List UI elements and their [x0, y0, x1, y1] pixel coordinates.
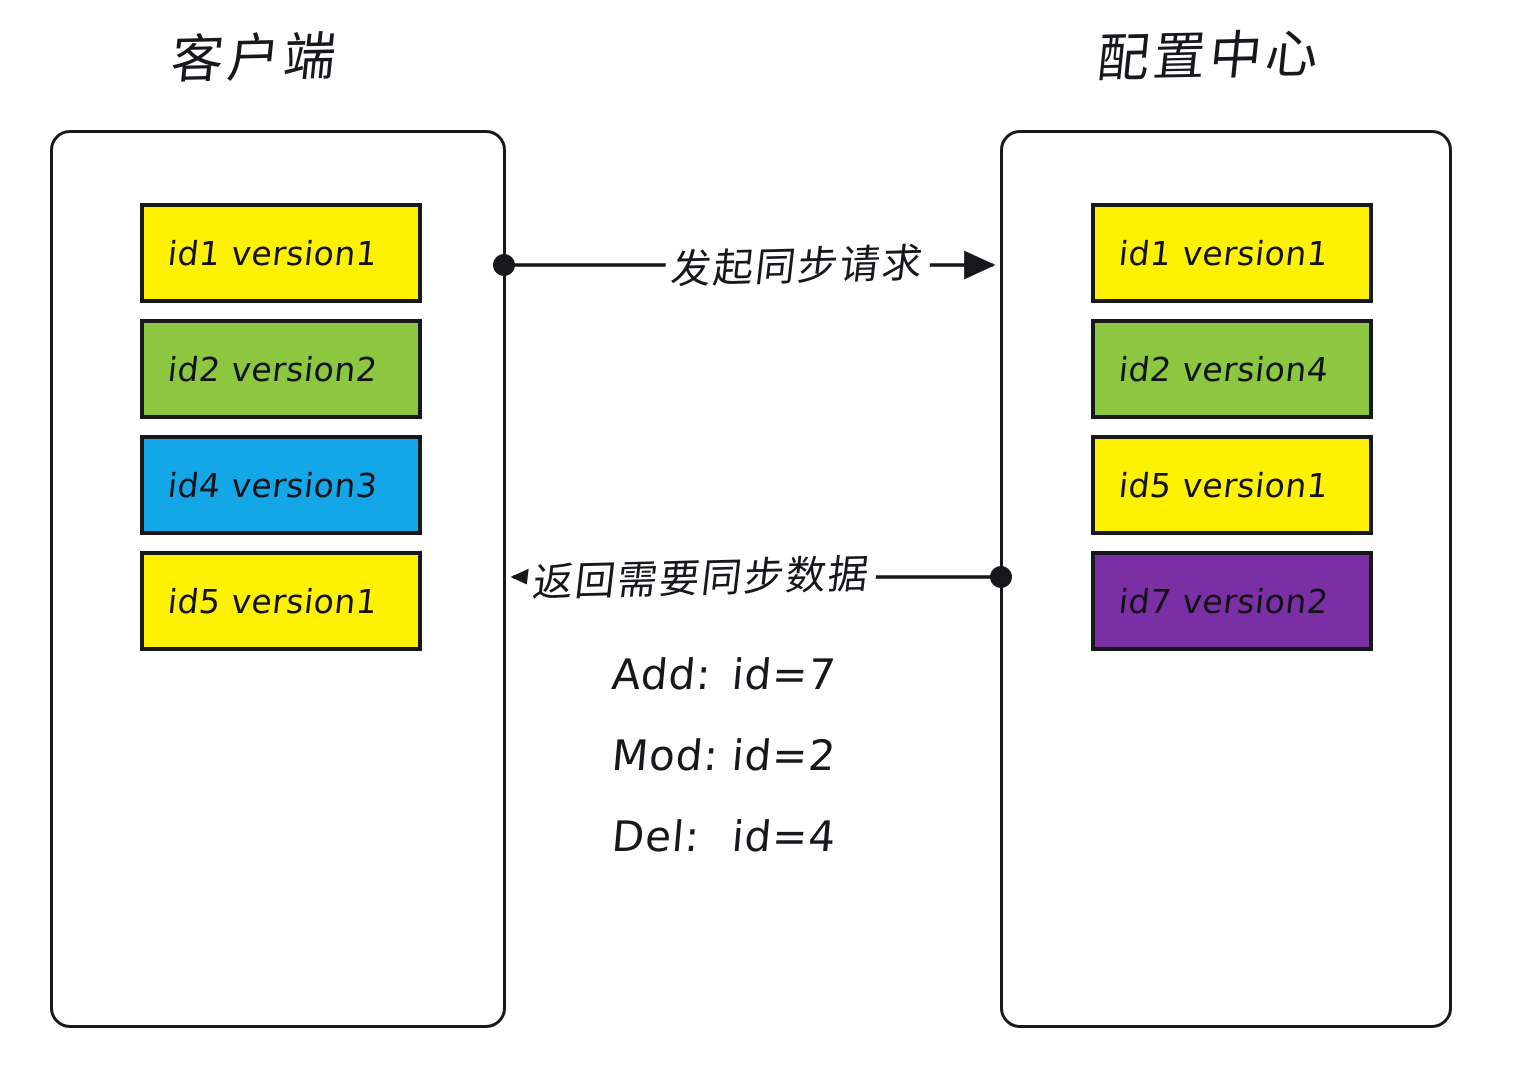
config-item-id2-label: id2 version4: [1116, 349, 1331, 389]
client-panel: id1 version1 id2 version2 id4 version3 id5 …: [50, 130, 506, 1028]
operation-value: id=7: [729, 650, 839, 699]
config-item-id7: id7 version2: [1091, 551, 1373, 651]
client-item-id5-label: id5 version1: [165, 581, 380, 621]
operation-value: id=4: [729, 812, 839, 861]
client-item-id2-label: id2 version2: [165, 349, 380, 389]
operation-name: Add:: [609, 650, 714, 699]
config-item-id7-label: id7 version2: [1116, 581, 1331, 621]
client-item-id4-label: id4 version3: [165, 465, 380, 505]
client-item-list: id1 version1 id2 version2 id4 version3 id5 …: [140, 203, 422, 667]
config-panel-title: 配置中心: [1094, 24, 1325, 90]
operation-name: Mod:: [609, 731, 721, 780]
config-item-id5: id5 version1: [1091, 435, 1373, 535]
operation-name: Del:: [609, 812, 703, 861]
client-item-id1-label: id1 version1: [165, 233, 380, 273]
client-item-id1: id1 version1: [140, 203, 422, 303]
config-item-id1: id1 version1: [1091, 203, 1373, 303]
client-item-id5: id5 version1: [140, 551, 422, 651]
request-label: 发起同步请求: [662, 230, 934, 296]
config-item-id5-label: id5 version1: [1116, 465, 1331, 505]
response-label: 返回需要同步数据: [524, 541, 880, 609]
client-panel-title: 客户端: [168, 27, 343, 91]
operation-row: Add: id=7: [610, 650, 944, 699]
operation-row: Del: id=4: [610, 812, 944, 861]
config-panel: id1 version1 id2 version4 id5 version1 id7 …: [1000, 130, 1452, 1028]
operation-value: id=2: [729, 731, 839, 780]
config-item-id1-label: id1 version1: [1116, 233, 1331, 273]
client-item-id2: id2 version2: [140, 319, 422, 419]
config-item-id2: id2 version4: [1091, 319, 1373, 419]
operation-row: Mod:id=2: [610, 731, 944, 780]
client-item-id4: id4 version3: [140, 435, 422, 535]
config-item-list: id1 version1 id2 version4 id5 version1 id7 …: [1091, 203, 1373, 667]
